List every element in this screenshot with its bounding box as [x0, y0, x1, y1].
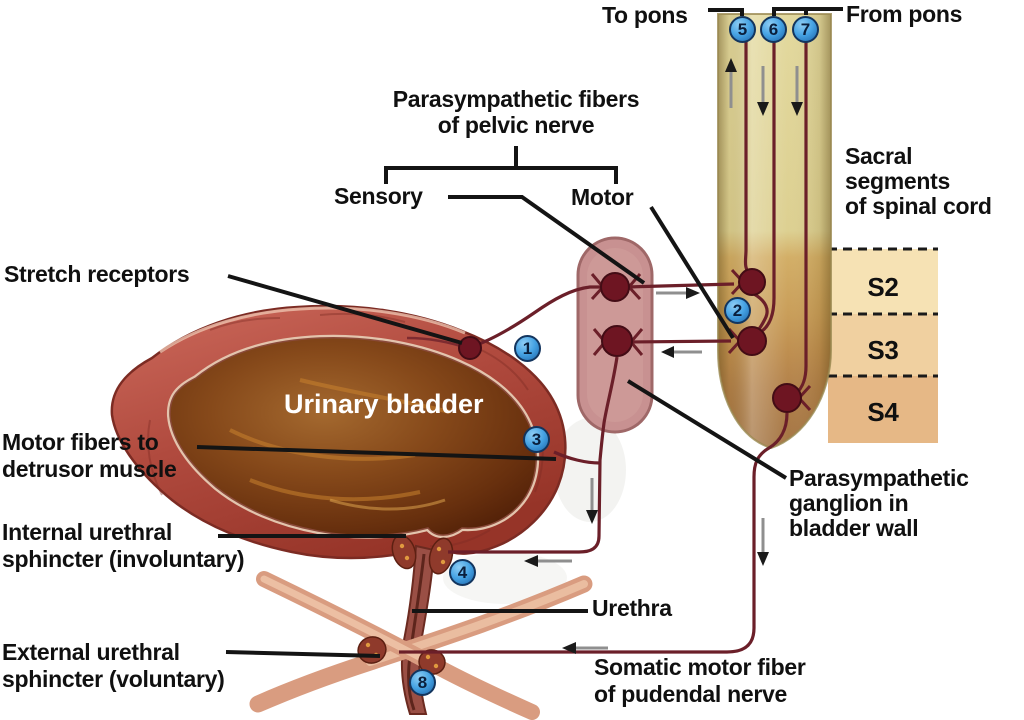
- sensory-pointer: [448, 195, 646, 285]
- ganglion-motor-neuron: [601, 325, 633, 357]
- label-line: Somatic motor fiber: [594, 654, 806, 680]
- arrow-left-pudendal-fiber: [562, 642, 608, 654]
- from-pons-bracket: [772, 7, 843, 16]
- marker-8: 8: [409, 669, 436, 696]
- cord-sensory-synapse: [738, 268, 766, 296]
- arrow-down-from-pons-2: [791, 66, 803, 116]
- arrow-up-to-pons: [725, 58, 737, 108]
- ganglion-sensory-neuron: [600, 272, 630, 302]
- marker-5: 5: [729, 16, 756, 43]
- label-somatic-motor-fiber: Somatic motor fiber of pudendal nerve: [594, 654, 806, 708]
- label-line: Internal urethral: [2, 519, 172, 545]
- label-pelvic-nerve-title: Parasympathetic fibers of pelvic nerve: [356, 86, 676, 138]
- marker-3: 3: [523, 426, 550, 453]
- arrow-right-sensory-input: [656, 287, 700, 299]
- label-urinary-bladder: Urinary bladder: [284, 389, 484, 419]
- label-line: Sacral: [845, 143, 913, 169]
- label-line: of pudendal nerve: [594, 681, 787, 707]
- label-line: of pelvic nerve: [437, 112, 595, 138]
- cord-somatic-motor-neuron: [772, 383, 802, 413]
- label-line: sphincter (involuntary): [2, 546, 245, 572]
- label-urethra: Urethra: [592, 595, 672, 621]
- lumen-streaks: [229, 378, 451, 502]
- arrow-down-motor-fiber: [586, 478, 598, 524]
- detrusor-pointer: [196, 445, 557, 461]
- label-from-pons: From pons: [846, 1, 963, 27]
- label-parasympathetic-ganglion: Parasympathetic ganglion in bladder wall: [789, 466, 969, 541]
- label-segment-s2: S2: [867, 272, 899, 302]
- arrow-down-somatic-fiber: [757, 518, 769, 566]
- marker-2: 2: [724, 297, 751, 324]
- nerve-fibers: [399, 17, 808, 654]
- label-line: sphincter (voluntary): [2, 666, 225, 692]
- label-internal-sphincter: Internal urethral sphincter (involuntary…: [2, 519, 245, 573]
- sensory-fiber-from-bladder: [470, 285, 604, 349]
- flow-arrows: [524, 58, 803, 654]
- label-to-pons: To pons: [602, 2, 688, 28]
- stretch-receptors-pointer: [227, 274, 463, 345]
- marker-4: 4: [449, 559, 476, 586]
- sensory-motor-bracket: [384, 166, 618, 184]
- internal-sphincter-tissue: [391, 534, 454, 575]
- stretch-receptor-dot: [458, 336, 482, 360]
- ganglion-pointer: [626, 379, 788, 480]
- marker-7: 7: [792, 16, 819, 43]
- label-line: segments: [845, 168, 950, 194]
- sensory-fiber-to-cord: [626, 282, 735, 289]
- motor-fiber-to-bladder: [448, 356, 619, 554]
- segment-divider-dashes: [828, 247, 938, 378]
- sacral-segment-bands: [828, 247, 938, 443]
- label-line: bladder wall: [789, 515, 919, 541]
- label-stretch-receptors: Stretch receptors: [4, 261, 190, 287]
- label-external-sphincter: External urethral sphincter (voluntary): [2, 639, 225, 693]
- motor-fiber-detrusor-branch: [553, 450, 601, 465]
- label-segment-s3: S3: [867, 335, 899, 365]
- label-line: Motor fibers to: [2, 429, 159, 455]
- label-line: External urethral: [2, 639, 180, 665]
- interneuron-connection: [753, 292, 769, 332]
- neuron-cell-bodies: [458, 268, 802, 413]
- label-sacral-segments: Sacral segments of spinal cord: [845, 144, 992, 219]
- bladder-illustration: [110, 304, 567, 562]
- pointer-lines: [196, 7, 843, 658]
- somatic-motor-fiber-pudendal: [399, 412, 789, 654]
- arrow-down-from-pons-1: [757, 66, 769, 116]
- external-sphincter-pointer: [225, 650, 381, 658]
- cord-parasympathetic-motor-neuron: [737, 326, 767, 356]
- label-segment-s4: S4: [867, 397, 899, 427]
- motor-fiber-from-cord: [629, 339, 732, 344]
- sphincter-flecks: [399, 543, 446, 565]
- label-motor-fibers-detrusor: Motor fibers to detrusor muscle: [2, 429, 177, 483]
- label-line: Parasympathetic: [789, 465, 969, 491]
- label-line: Parasympathetic fibers: [392, 86, 640, 112]
- marker-6: 6: [760, 16, 787, 43]
- label-line: ganglion in: [789, 490, 909, 516]
- label-sensory: Sensory: [334, 183, 423, 209]
- arrow-left-internal-sphincter: [524, 555, 572, 567]
- arrow-left-motor-output: [661, 346, 702, 358]
- label-line: detrusor muscle: [2, 456, 177, 482]
- motor-pointer: [649, 205, 735, 340]
- to-pons-bracket: [708, 8, 744, 16]
- label-line: of spinal cord: [845, 193, 992, 219]
- marker-1: 1: [514, 335, 541, 362]
- label-motor: Motor: [571, 184, 634, 210]
